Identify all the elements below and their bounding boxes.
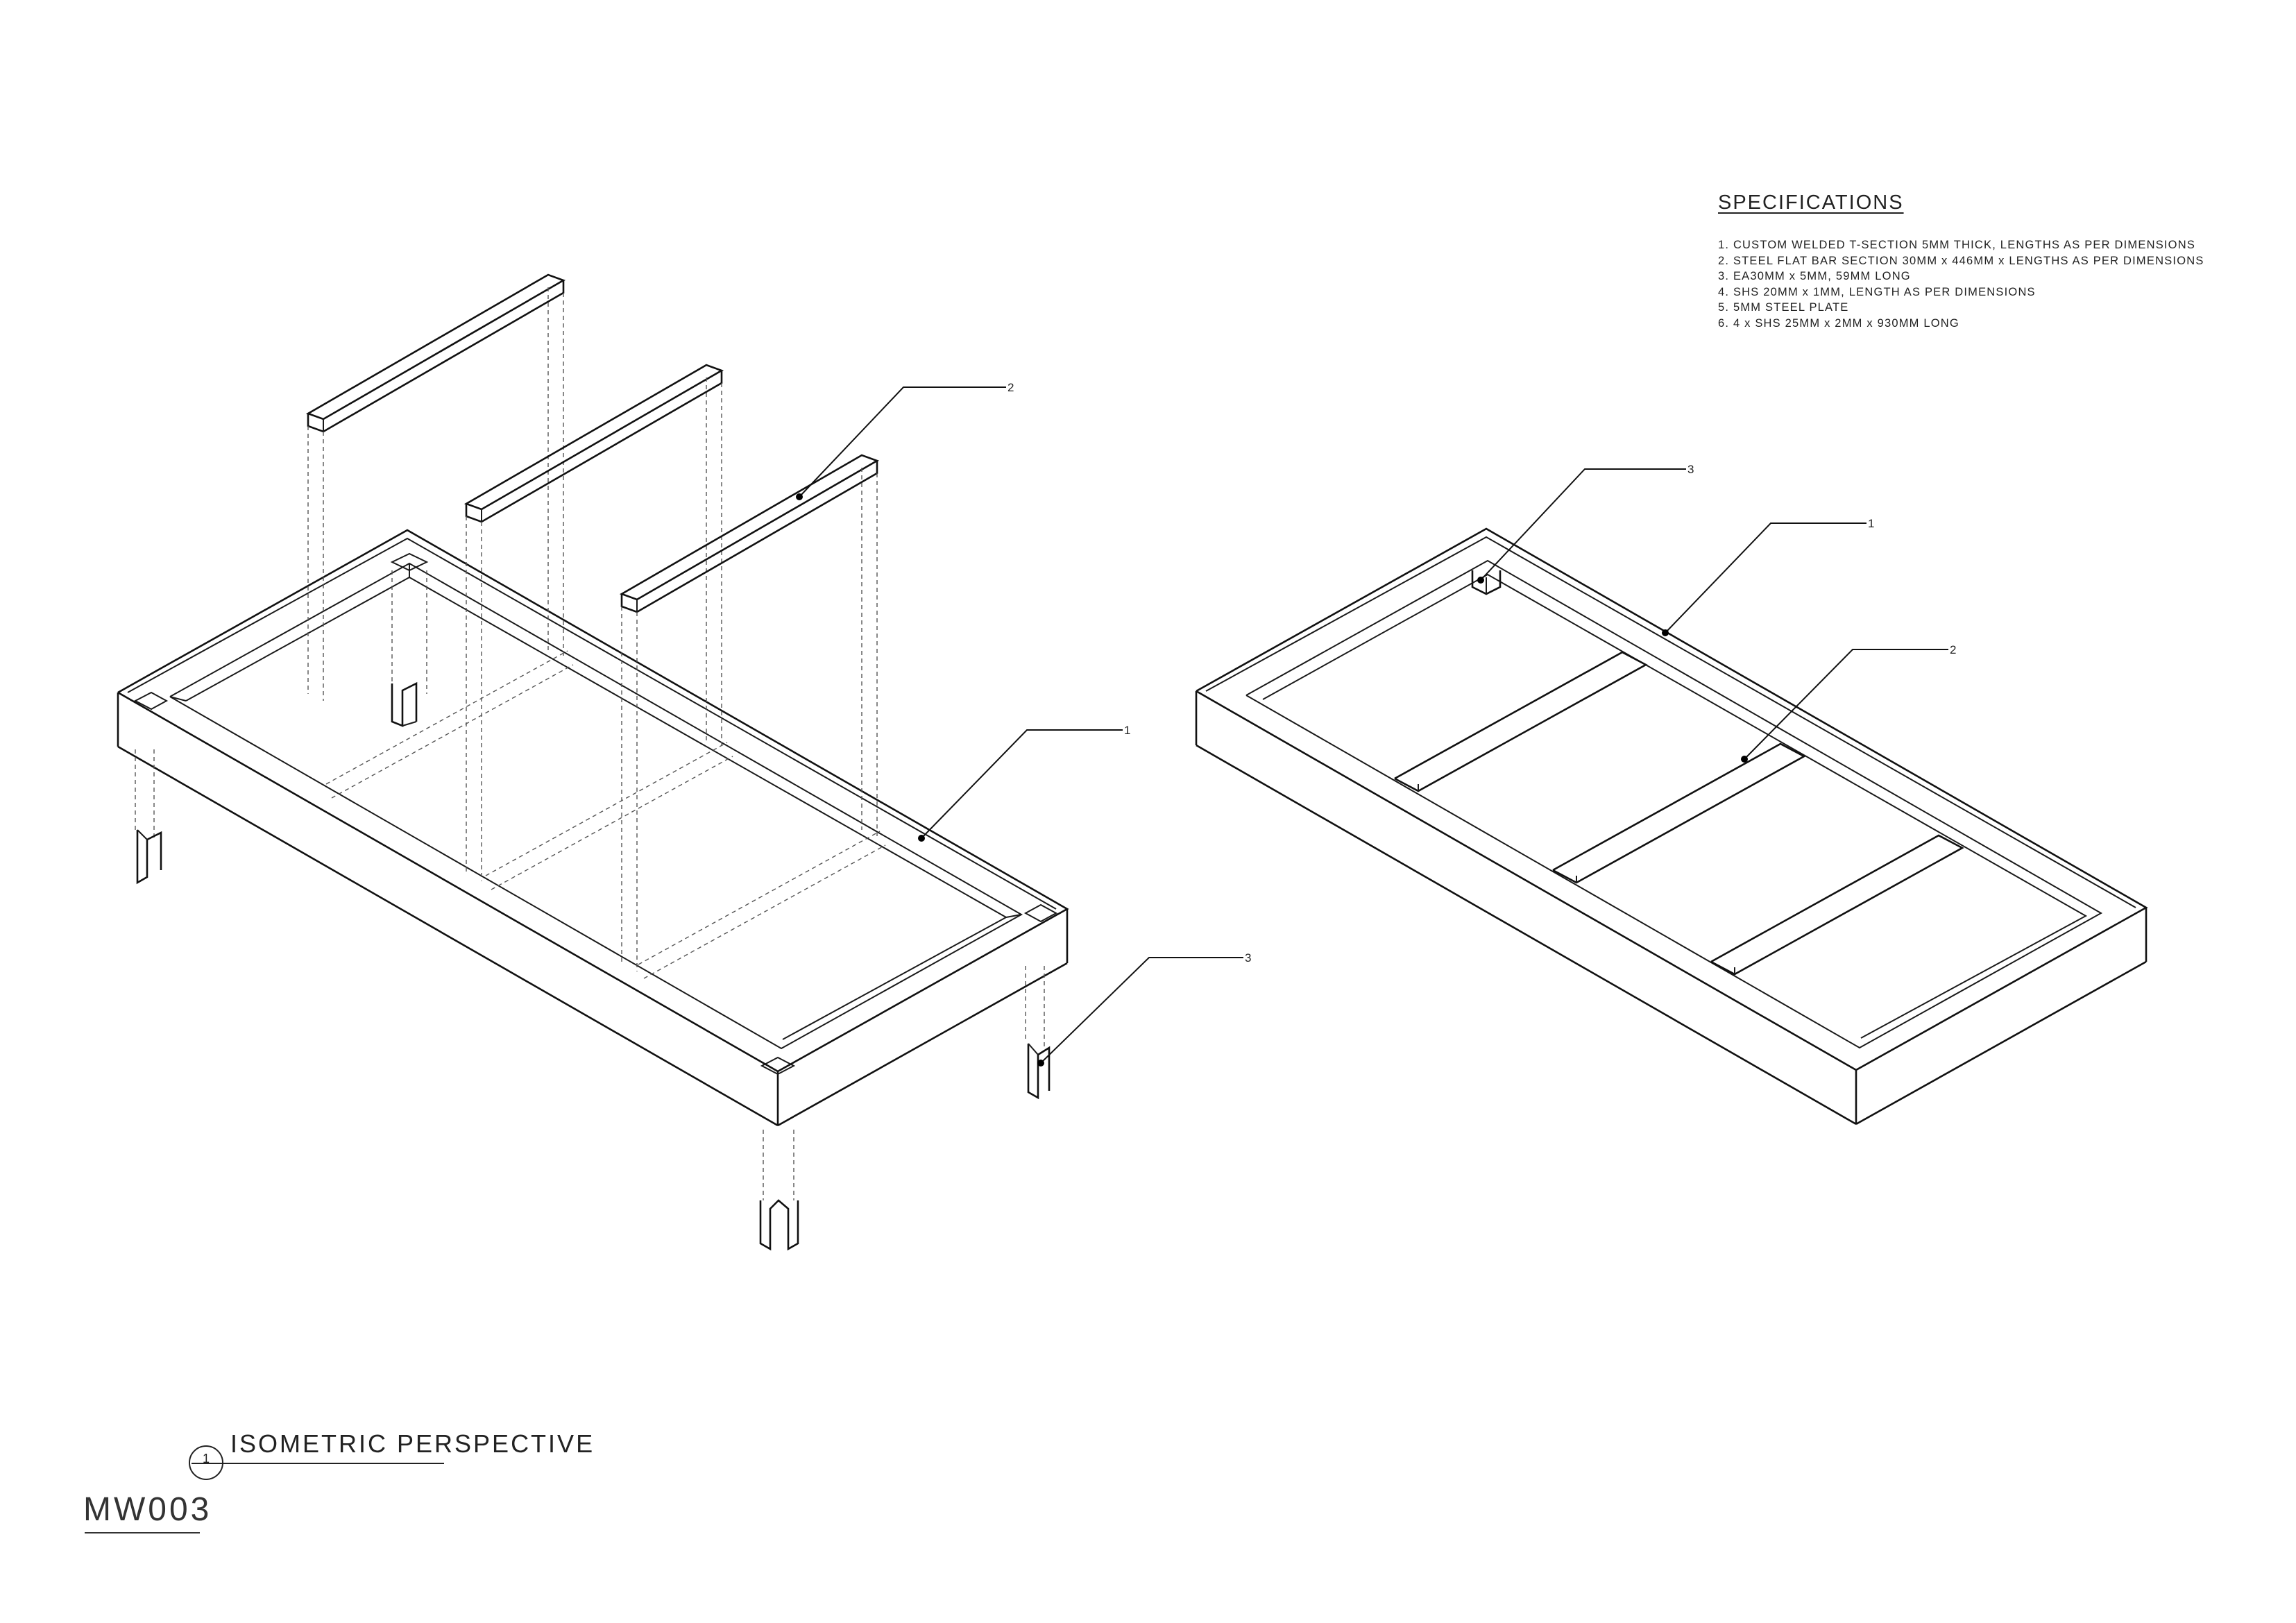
spec-item: 5. 5MM STEEL PLATE — [1718, 301, 1849, 314]
callout-left-bar: 2 — [1007, 381, 1014, 394]
spec-item: 6. 4 x SHS 25MM x 2MM x 930MM LONG — [1718, 316, 1959, 330]
exploded-flat-bars — [308, 275, 877, 971]
callout-left-angle: 3 — [1245, 951, 1251, 965]
sheet-id: MW003 — [83, 1491, 212, 1528]
view-title-underline — [192, 1463, 444, 1464]
specifications-title: SPECIFICATIONS — [1718, 192, 1904, 214]
specifications-list: 1. CUSTOM WELDED T-SECTION 5MM THICK, LE… — [1718, 237, 2245, 331]
right-callouts: 3 1 2 — [1477, 463, 1956, 763]
callout-left-frame: 1 — [1124, 724, 1130, 737]
view-number: 1 — [202, 1452, 210, 1465]
specifications-panel: SPECIFICATIONS 1. CUSTOM WELDED T-SECTIO… — [1718, 192, 2245, 331]
right-corner-angle — [1472, 570, 1500, 594]
spec-item: 1. CUSTOM WELDED T-SECTION 5MM THICK, LE… — [1718, 239, 2196, 251]
left-corner-posts — [135, 554, 1056, 1074]
callout-right-bar: 2 — [1950, 643, 1956, 656]
spec-item: 4. SHS 20MM x 1MM, LENGTH AS PER DIMENSI… — [1718, 285, 2036, 298]
left-frame-inner-opening — [170, 563, 1021, 1048]
left-frame-outer-top — [118, 530, 1067, 1071]
callout-right-angle: 3 — [1687, 463, 1694, 476]
left-legs — [135, 683, 1049, 1249]
exploded-assembly: 2 1 3 — [118, 275, 1251, 1249]
right-frame-inner-opening — [1246, 561, 2101, 1048]
callout-right-frame: 1 — [1868, 517, 1874, 530]
spec-item: 3. EA30MM x 5MM, 59MM LONG — [1718, 270, 1911, 282]
spec-item: 2. STEEL FLAT BAR SECTION 30MM x 446MM x… — [1718, 254, 2204, 267]
left-callouts: 2 1 3 — [796, 381, 1251, 1067]
assembled-frame: 3 1 2 — [1196, 463, 2146, 1124]
sheet-id-underline — [85, 1532, 200, 1533]
left-frame-inner-web — [186, 577, 1006, 1039]
view-title: ISOMETRIC PERSPECTIVE — [230, 1429, 595, 1458]
right-crossbars — [1395, 652, 1962, 974]
right-frame-outer-top — [1196, 529, 2146, 1070]
left-hidden-crossbars — [326, 651, 885, 978]
